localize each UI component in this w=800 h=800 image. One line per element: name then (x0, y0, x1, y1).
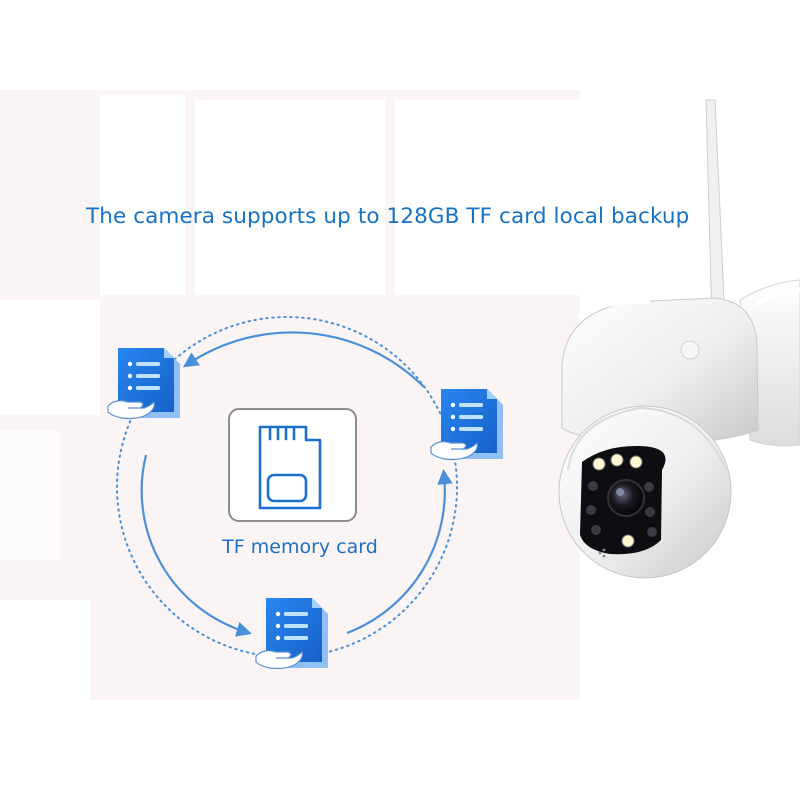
headline: The camera supports up to 128GB TF card … (86, 204, 690, 229)
document-stack-icon (430, 388, 504, 461)
document-stack-icon (255, 597, 329, 670)
dotted-orbit (116, 316, 458, 658)
arrow-top (182, 331, 425, 388)
antenna (705, 99, 726, 325)
document-stack-icon (107, 347, 181, 420)
lens (607, 479, 645, 517)
arrow-right (346, 468, 453, 635)
arrow-left (140, 454, 252, 637)
sd-card-icon (258, 425, 322, 510)
card-caption: TF memory card (222, 536, 378, 558)
ptz-camera (558, 99, 800, 579)
